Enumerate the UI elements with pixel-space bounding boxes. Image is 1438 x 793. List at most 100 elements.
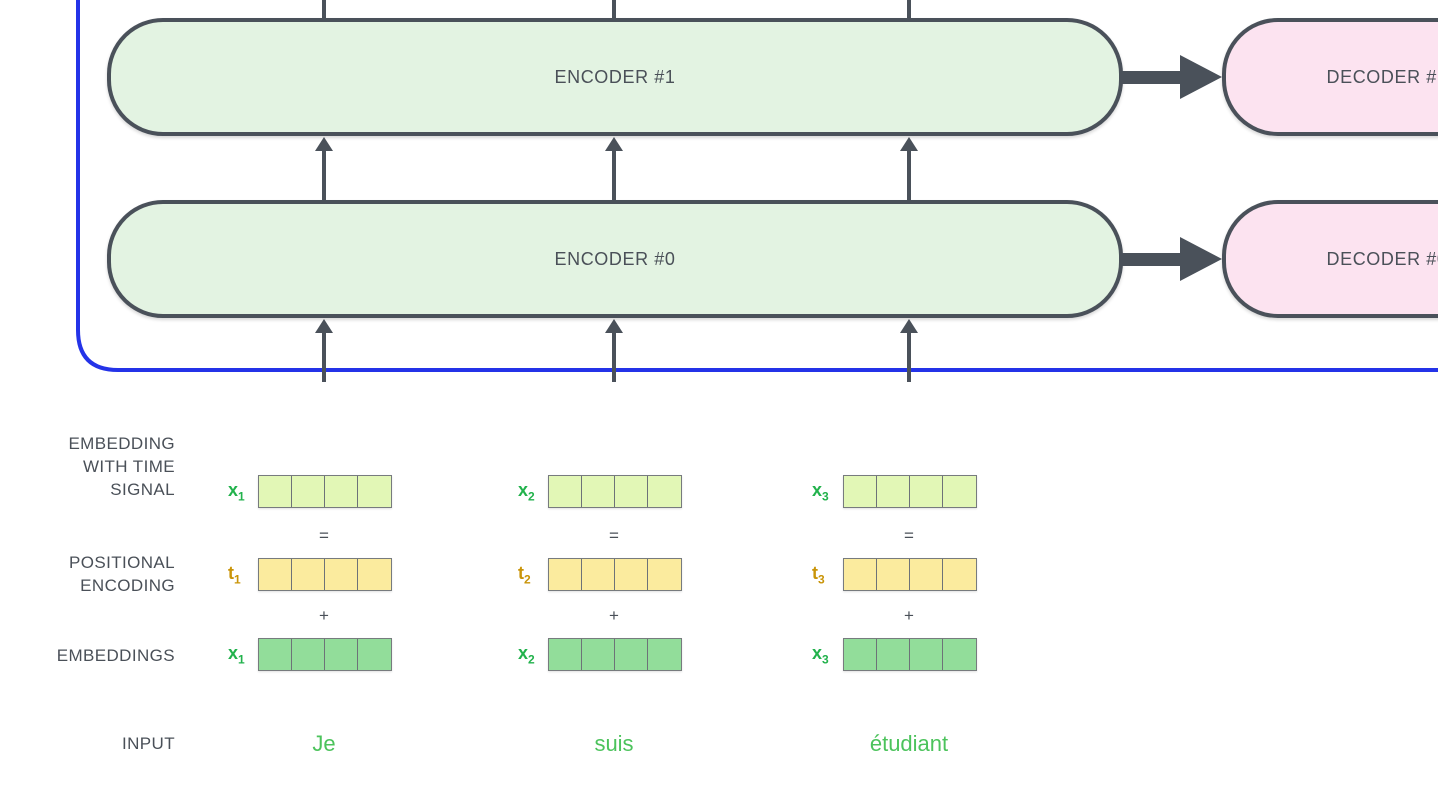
token-1-positional-index: 1 [234, 572, 241, 587]
encoder-block-1[interactable]: ENCODER #1 [107, 18, 1123, 136]
token-2-sum-label: x2 [518, 480, 535, 504]
token-2-embedding-symbol: x [518, 643, 529, 663]
vector-cell [582, 639, 615, 670]
token-3-sum-symbol: x [812, 480, 823, 500]
row-label-embeddings: EMBEDDINGS [56, 646, 175, 665]
vector-cell [358, 476, 391, 507]
vector-cell [358, 639, 391, 670]
token-3-positional-encoding-vector [843, 558, 977, 591]
token-3-embedding-symbol: x [812, 643, 823, 663]
token-3-embedding-vector [843, 638, 977, 671]
vector-cell [844, 639, 877, 670]
vector-cell [325, 559, 358, 590]
arrow-shaft [1122, 253, 1184, 266]
token-3-embedding-label: x3 [812, 643, 829, 667]
token-1-embedding-with-time-signal-vector [258, 475, 392, 508]
vector-cell [615, 639, 648, 670]
input-token-1: Je [312, 731, 336, 756]
row-label-embedding-with-time-signal: EMBEDDING WITH TIME SIGNAL [0, 432, 175, 501]
token-1-embedding-index: 1 [238, 652, 245, 667]
token-3-embedding-with-time-signal-vector [843, 475, 977, 508]
vector-cell [910, 559, 943, 590]
arrow-shaft [1122, 71, 1184, 84]
token-2-positional-symbol: t [518, 563, 524, 583]
input-to-encoder0-arrow-3 [907, 332, 911, 382]
row-label-line-1: POSITIONAL [68, 553, 175, 572]
token-1-embedding-vector [258, 638, 392, 671]
row-label-line-2: ENCODING [80, 576, 175, 595]
vector-cell [844, 476, 877, 507]
token-2-embedding-with-time-signal-vector [548, 475, 682, 508]
token-3-plus-operator: + [904, 606, 914, 625]
token-1-positional-symbol: t [228, 563, 234, 583]
encoder-block-1-label: ENCODER #1 [554, 66, 676, 87]
vector-cell [358, 559, 391, 590]
vector-cell [648, 639, 681, 670]
token-1-sum-label: x1 [228, 480, 245, 504]
token-2-sum-symbol: x [518, 480, 529, 500]
encoder0-to-decoder0-arrow [1122, 237, 1222, 281]
token-3-equals-operator: = [904, 526, 914, 545]
row-label-line-3: SIGNAL [110, 480, 175, 499]
vector-cell [259, 639, 292, 670]
decoder-block-1-label: DECODER #1 [1326, 66, 1438, 87]
token-2-positional-label: t2 [518, 563, 531, 587]
vector-cell [648, 476, 681, 507]
decoder-block-0-label: DECODER #0 [1326, 248, 1438, 269]
token-2-sum-index: 2 [528, 489, 535, 504]
token-1-positional-label: t1 [228, 563, 241, 587]
vector-cell [877, 476, 910, 507]
token-1-embedding-label: x1 [228, 643, 245, 667]
row-label-input: INPUT [122, 734, 175, 753]
vector-cell [549, 639, 582, 670]
encoder1-output-stub-1 [322, 0, 326, 18]
token-2-positional-encoding-vector [548, 558, 682, 591]
token-2-positional-index: 2 [524, 572, 531, 587]
encoder-block-0[interactable]: ENCODER #0 [107, 200, 1123, 318]
token-2-plus-operator: + [609, 606, 619, 625]
encoder1-output-stub-2 [612, 0, 616, 18]
row-label-line-2: WITH TIME [82, 457, 175, 476]
vector-cell [549, 476, 582, 507]
encoder0-to-encoder1-arrow-2 [612, 150, 616, 200]
vector-cell [615, 559, 648, 590]
token-1-sum-symbol: x [228, 480, 239, 500]
encoder0-to-encoder1-arrow-1 [322, 150, 326, 200]
encoder0-to-encoder1-arrow-3 [907, 150, 911, 200]
vector-cell [325, 476, 358, 507]
vector-cell [910, 639, 943, 670]
token-2-embedding-index: 2 [528, 652, 535, 667]
vector-cell [910, 476, 943, 507]
vector-cell [943, 559, 976, 590]
token-3-positional-index: 3 [818, 572, 825, 587]
token-2-equals-operator: = [609, 526, 619, 545]
token-3-sum-label: x3 [812, 480, 829, 504]
token-3-embedding-index: 3 [822, 652, 829, 667]
input-to-encoder0-arrow-2 [612, 332, 616, 382]
encoder1-to-decoder1-arrow [1122, 55, 1222, 99]
row-label-line-1: EMBEDDING [68, 434, 175, 453]
token-1-sum-index: 1 [238, 489, 245, 504]
arrow-head [1180, 237, 1222, 281]
vector-cell [648, 559, 681, 590]
token-1-equals-operator: = [319, 526, 329, 545]
decoder-block-1[interactable]: DECODER #1 [1222, 18, 1438, 136]
row-label-positional-encoding: POSITIONAL ENCODING [0, 551, 175, 597]
vector-cell [615, 476, 648, 507]
vector-cell [292, 476, 325, 507]
vector-cell [582, 559, 615, 590]
vector-cell [259, 476, 292, 507]
vector-cell [943, 476, 976, 507]
token-2-embedding-label: x2 [518, 643, 535, 667]
arrow-head [1180, 55, 1222, 99]
token-1-embedding-symbol: x [228, 643, 239, 663]
vector-cell [292, 559, 325, 590]
decoder-block-0[interactable]: DECODER #0 [1222, 200, 1438, 318]
encoder-block-0-label: ENCODER #0 [554, 248, 676, 269]
token-2-embedding-vector [548, 638, 682, 671]
vector-cell [877, 559, 910, 590]
input-to-encoder0-arrow-1 [322, 332, 326, 382]
vector-cell [292, 639, 325, 670]
token-3-positional-label: t3 [812, 563, 825, 587]
